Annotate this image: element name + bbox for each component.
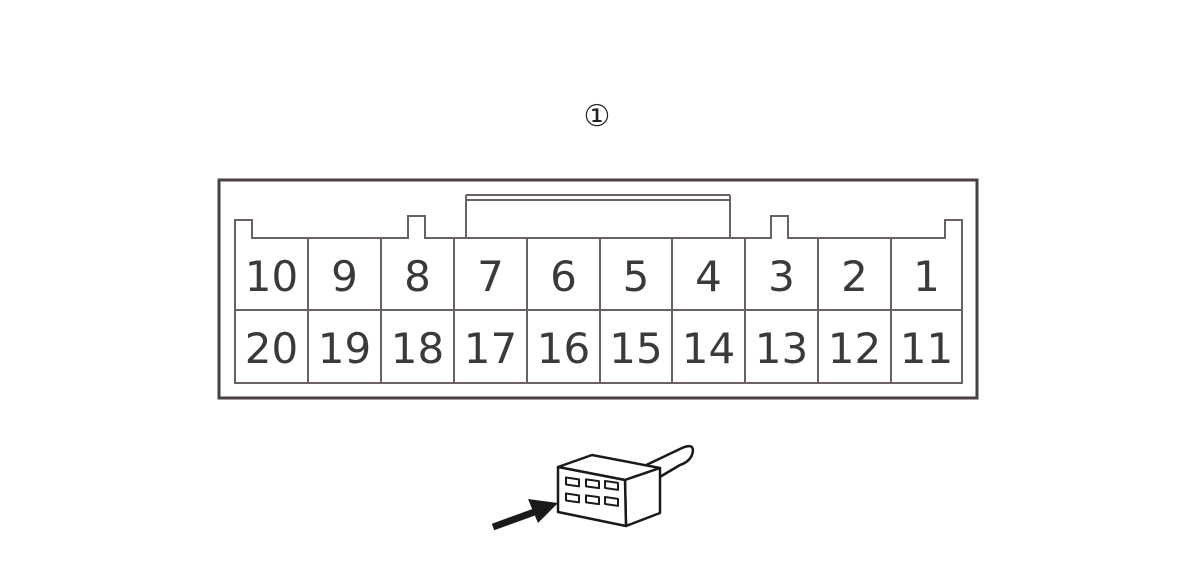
pin-label-19: 19 [318,324,371,373]
pin-label-17: 17 [464,324,517,373]
pin-label-9: 9 [331,252,358,301]
pin-label-20: 20 [245,324,298,373]
insertion-arrow-icon [491,499,558,531]
pin-label-7: 7 [477,252,504,301]
pin-label-13: 13 [755,324,808,373]
pin-label-16: 16 [537,324,590,373]
pin-label-4: 4 [695,252,722,301]
connector-pin-area [234,215,963,384]
pin-label-18: 18 [391,324,444,373]
pin-label-1: 1 [913,252,940,301]
pin-label-14: 14 [682,324,735,373]
pin-label-5: 5 [623,252,650,301]
pin-label-15: 15 [609,324,662,373]
pin-row-bottom: 20 19 18 17 16 15 14 13 12 11 [245,324,953,373]
pin-label-8: 8 [404,252,431,301]
pin-label-12: 12 [828,324,881,373]
connector-latch [465,194,731,238]
connector-callout-label: ① [584,99,611,134]
pin-label-2: 2 [841,252,868,301]
pin-label-6: 6 [550,252,577,301]
pin-label-10: 10 [245,252,298,301]
pin-label-3: 3 [768,252,795,301]
column-dividers [307,238,892,383]
pin-label-11: 11 [900,324,953,373]
connector-plug-icon [556,444,695,528]
